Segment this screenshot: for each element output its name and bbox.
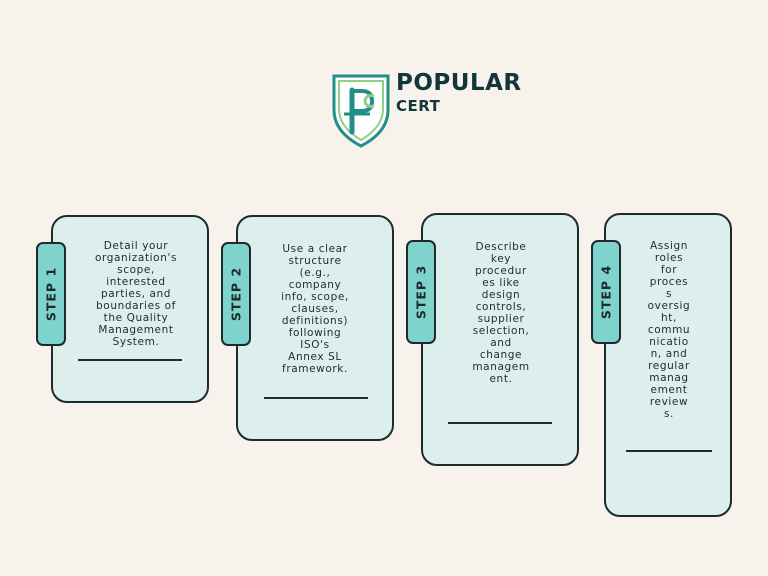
step-3-label: STEP 3 bbox=[413, 264, 429, 320]
step-2-card bbox=[236, 215, 394, 441]
step-4-text: Assign roles for proces s oversig ht, co… bbox=[647, 240, 691, 420]
step-2-tab: STEP 2 bbox=[221, 242, 251, 346]
step-4-label: STEP 4 bbox=[598, 264, 614, 320]
logo-wordmark: POPULAR CERT bbox=[396, 72, 522, 114]
step-3-text: Describe key procedur es like design con… bbox=[472, 241, 530, 385]
step-1-divider bbox=[78, 359, 182, 361]
logo-cert-text: CERT bbox=[396, 97, 441, 115]
step-1-tab: STEP 1 bbox=[36, 242, 66, 346]
shield-logo-icon bbox=[332, 74, 390, 148]
step-3-divider bbox=[448, 422, 552, 424]
step-1-card bbox=[51, 215, 209, 403]
step-2-divider bbox=[264, 397, 368, 399]
logo-popular-text: POPULAR bbox=[396, 70, 522, 96]
step-1-text: Detail your organization's scope, intere… bbox=[94, 240, 178, 348]
step-4-tab: STEP 4 bbox=[591, 240, 621, 344]
step-2-label: STEP 2 bbox=[228, 266, 244, 322]
step-3-tab: STEP 3 bbox=[406, 240, 436, 344]
step-4-card bbox=[604, 213, 732, 517]
step-2-text: Use a clear structure (e.g., company inf… bbox=[281, 243, 349, 375]
step-4-divider bbox=[626, 450, 712, 452]
popular-cert-logo: POPULAR CERT bbox=[330, 70, 530, 150]
step-1-label: STEP 1 bbox=[43, 266, 59, 322]
